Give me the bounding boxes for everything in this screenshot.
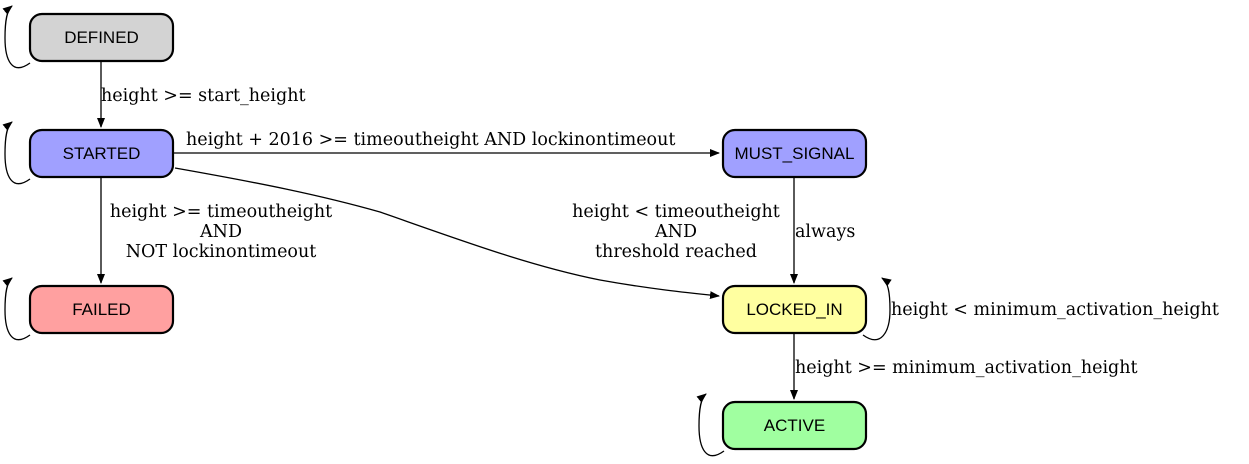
label-defined-started: height >= start_height — [101, 86, 306, 106]
state-started-box — [28, 128, 175, 179]
state-active-label: ACTIVE — [764, 416, 825, 435]
label-locked-in-self: height < minimum_activation_height — [891, 300, 1219, 320]
label-must-signal-locked-in: always — [795, 222, 855, 242]
label-started-locked-in-line1: height < timeoutheight — [572, 202, 780, 222]
nodes: DEFINED STARTED MUST_SIGNAL FAILED LOCKE… — [28, 12, 868, 451]
self-loop-failed — [2, 277, 31, 341]
state-must-signal-label: MUST_SIGNAL — [735, 144, 855, 163]
state-locked-in-box — [721, 284, 868, 335]
label-locked-in-active: height >= minimum_activation_height — [795, 358, 1138, 378]
edge-started-locked-in — [174, 167, 720, 300]
state-failed-label: FAILED — [72, 300, 131, 319]
state-defined-label: DEFINED — [64, 28, 139, 47]
self-loop-locked-in — [862, 277, 892, 341]
state-defined: DEFINED — [28, 12, 175, 63]
label-started-must-signal: height + 2016 >= timeoutheight AND locki… — [186, 130, 675, 150]
edge-labels: height >= start_height height + 2016 >= … — [101, 86, 1219, 378]
state-locked-in: LOCKED_IN — [721, 284, 868, 335]
label-started-locked-in-line3: threshold reached — [595, 242, 757, 262]
state-active: ACTIVE — [721, 400, 868, 451]
state-started: STARTED — [28, 128, 175, 179]
state-started-label: STARTED — [63, 144, 141, 163]
label-started-failed-line3: NOT lockinontimeout — [126, 242, 317, 262]
label-started-failed-line2: AND — [199, 222, 242, 242]
self-loop-started — [2, 121, 31, 185]
state-must-signal: MUST_SIGNAL — [721, 128, 868, 179]
self-loop-defined — [2, 5, 31, 69]
state-failed-box — [28, 284, 175, 335]
state-must-signal-box — [721, 128, 868, 179]
label-started-failed-line1: height >= timeoutheight — [110, 202, 332, 222]
state-failed: FAILED — [28, 284, 175, 335]
state-locked-in-label: LOCKED_IN — [746, 300, 842, 319]
label-started-locked-in-line2: AND — [654, 222, 697, 242]
state-defined-box — [28, 12, 175, 63]
state-active-box — [721, 400, 868, 451]
edges — [2, 5, 892, 457]
self-loop-active — [696, 393, 725, 457]
